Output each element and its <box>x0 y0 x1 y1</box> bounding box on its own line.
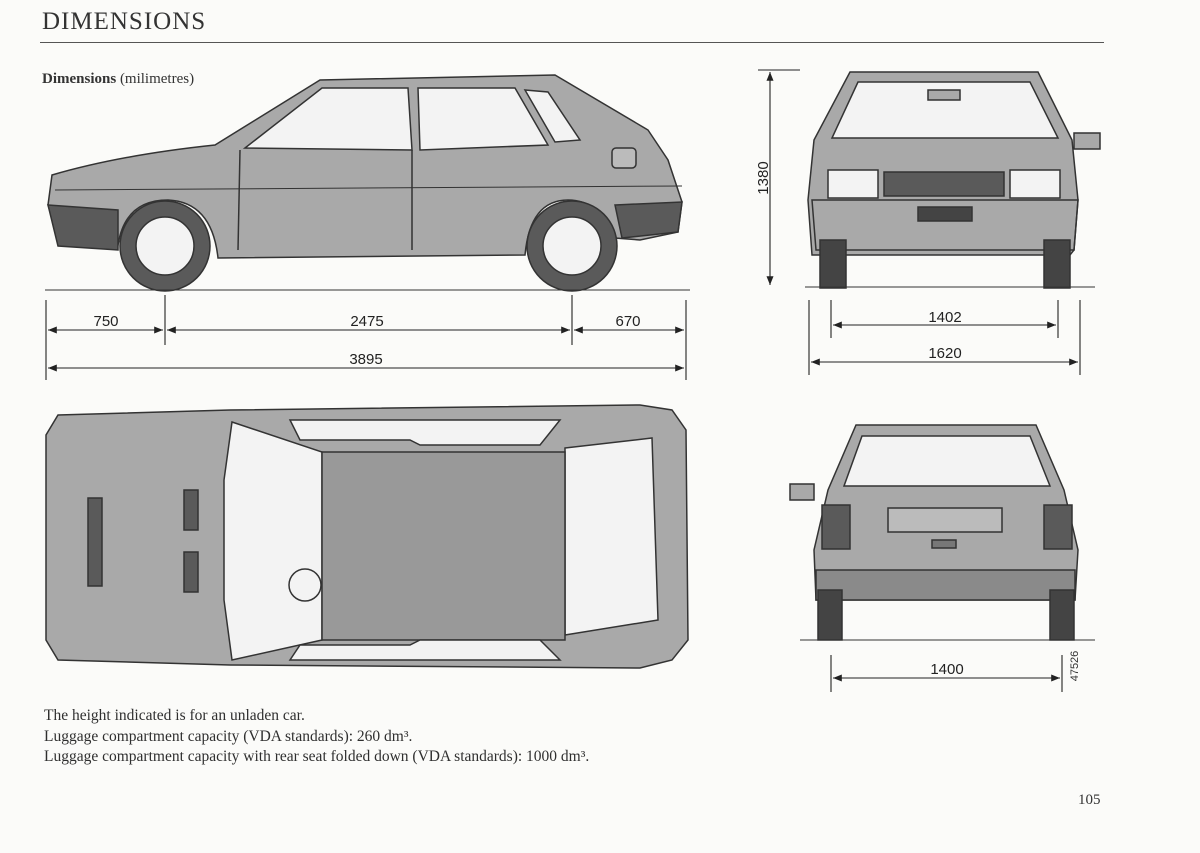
subtitle-units: (milimetres) <box>119 71 195 87</box>
front-overhang-label: 750 <box>93 313 118 330</box>
figure-subtitle: Dimensions (milimetres) <box>42 71 194 88</box>
rear-track-label: 1400 <box>930 661 963 678</box>
height-label: 1380 <box>755 161 772 194</box>
figure-code: 47526 <box>1069 651 1081 682</box>
top-view-car <box>45 404 689 669</box>
note-height: The height indicated is for an unladen c… <box>44 707 305 724</box>
overall-length-label: 3895 <box>349 351 382 368</box>
section-title: DIMENSIONS <box>42 8 207 35</box>
wheelbase-label: 2475 <box>350 313 383 330</box>
note-luggage-capacity: Luggage compartment capacity (VDA standa… <box>44 728 413 745</box>
front-view-car <box>807 71 1101 289</box>
overall-width-label: 1620 <box>928 345 961 362</box>
side-view-car <box>47 74 683 292</box>
subtitle-bold: Dimensions <box>42 71 117 87</box>
note-luggage-capacity-folded: Luggage compartment capacity with rear s… <box>44 748 590 765</box>
rear-overhang-label: 670 <box>615 313 640 330</box>
page-number: 105 <box>1078 792 1101 808</box>
front-track-label: 1402 <box>928 309 961 326</box>
rear-view-car <box>789 424 1079 641</box>
title-rule <box>40 42 1104 43</box>
